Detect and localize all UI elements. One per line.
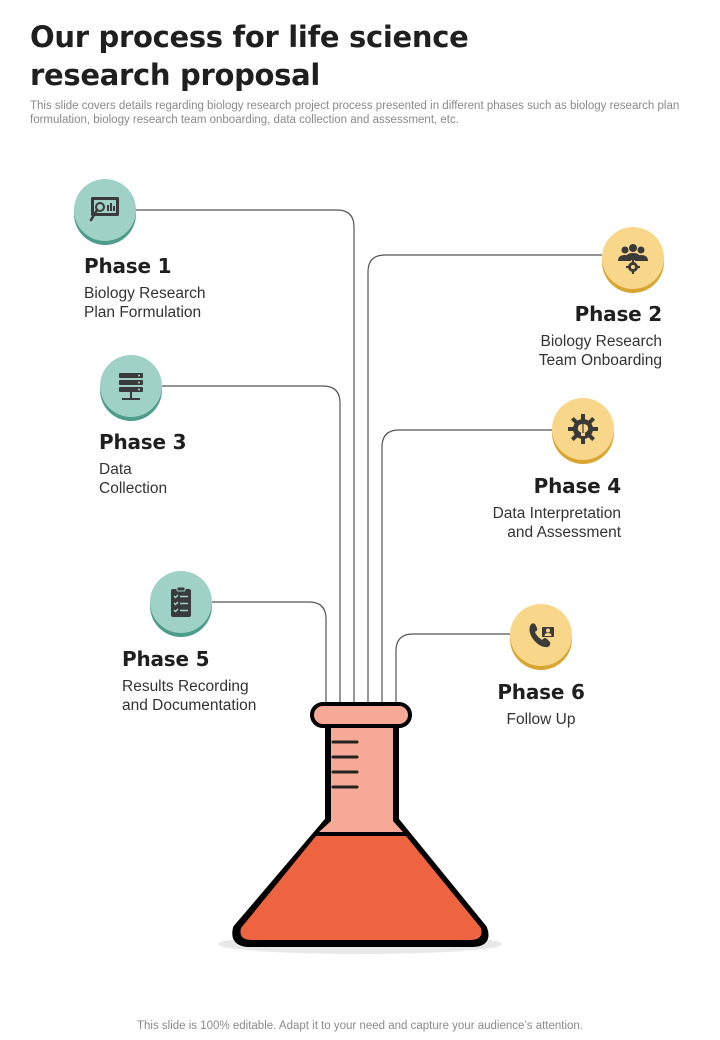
- phase5-node: [150, 571, 212, 633]
- phase3-desc-line1: Data: [99, 461, 132, 478]
- phase5-desc-line1: Results Recording: [122, 678, 249, 695]
- phase6-node: [510, 604, 572, 666]
- connector-phase4: [381, 429, 552, 705]
- phase2-node: [602, 227, 664, 289]
- phase4-desc-line2: and Assessment: [507, 524, 621, 541]
- connector-phase6: [395, 633, 510, 705]
- phase4-title: Phase 4: [533, 474, 622, 498]
- phone-contact-icon: [529, 623, 554, 648]
- phase4-node: [552, 398, 614, 460]
- connector-phase2: [367, 254, 602, 705]
- phase2-desc-line2: Team Onboarding: [538, 352, 662, 369]
- phase1-node: [74, 179, 136, 241]
- phase4-desc-line1: Data Interpretation: [492, 505, 621, 522]
- page-subtitle: This slide covers details regarding biol…: [30, 100, 680, 126]
- phase3-text: Phase 3 Data Collection: [99, 430, 187, 498]
- phase6-title: Phase 6: [497, 680, 585, 704]
- phase5-description: Results Recording and Documentation: [122, 677, 256, 715]
- phase5-desc-line2: and Documentation: [122, 697, 257, 714]
- flask-neck-liquid: [319, 727, 403, 832]
- connector-phase5: [212, 601, 327, 705]
- phase1-desc-line2: Plan Formulation: [84, 304, 202, 321]
- brain-gear-icon: [568, 414, 598, 444]
- clipboard-checklist-icon: [171, 586, 191, 617]
- phase5-title: Phase 5: [122, 647, 210, 671]
- phase2-text: Phase 2 Biology Research Team Onboarding: [470, 302, 662, 370]
- phase5-text: Phase 5 Results Recording and Documentat…: [122, 647, 256, 715]
- flask-rim: [310, 702, 412, 728]
- phase3-node: [100, 355, 162, 417]
- connector-phase3: [162, 385, 341, 705]
- phase6-desc-line1: Follow Up: [506, 711, 576, 728]
- page-title-line2: research proposal: [30, 58, 321, 92]
- phase3-desc-line2: Collection: [99, 480, 168, 497]
- phase4-text: Phase 4 Data Interpretation and Assessme…: [440, 474, 622, 542]
- phase3-description: Data Collection: [99, 460, 186, 498]
- flask: [218, 702, 502, 954]
- phase3-title: Phase 3: [99, 430, 187, 454]
- page-title: Our process for life science research pr…: [30, 18, 590, 94]
- phase1-desc-line1: Biology Research: [84, 285, 206, 302]
- phase2-title: Phase 2: [574, 302, 663, 326]
- connector-phase1: [135, 209, 355, 705]
- page-title-line1: Our process for life science: [30, 20, 469, 54]
- team-gear-icon: [618, 244, 648, 274]
- phase1-title: Phase 1: [84, 254, 172, 278]
- phase2-description: Biology Research Team Onboarding: [470, 332, 662, 370]
- phase2-desc-line1: Biology Research: [540, 333, 662, 350]
- footer-note: This slide is 100% editable. Adapt it to…: [136, 1020, 584, 1032]
- server-icon: [119, 373, 143, 400]
- phase1-text: Phase 1 Biology Research Plan Formulatio…: [84, 254, 205, 322]
- phase6-description: Follow Up: [480, 710, 602, 729]
- phase4-description: Data Interpretation and Assessment: [440, 504, 621, 542]
- presentation-analysis-icon: [89, 197, 119, 222]
- flask-body-liquid: [240, 836, 482, 940]
- phase1-description: Biology Research Plan Formulation: [84, 284, 205, 322]
- phase6-text: Phase 6 Follow Up: [480, 680, 602, 729]
